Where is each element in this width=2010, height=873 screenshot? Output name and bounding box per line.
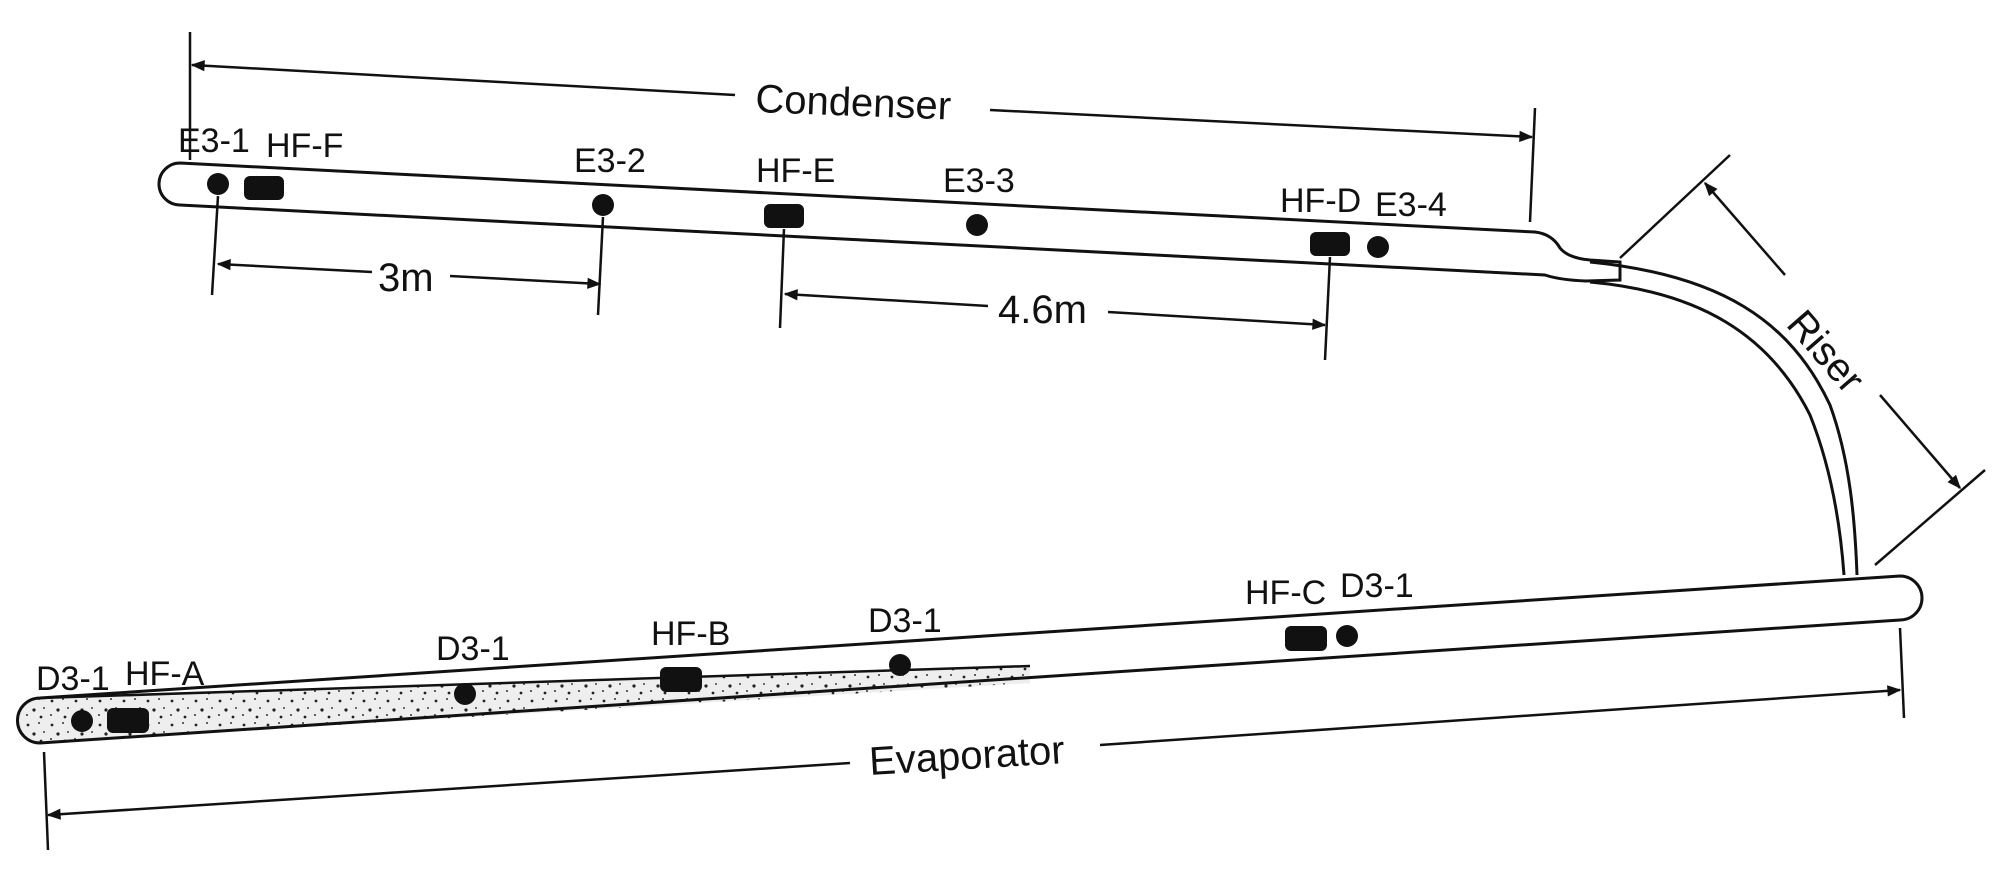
thermocouple-d3-1-d	[1336, 625, 1358, 647]
condenser-dimension: Condenser	[188, 32, 1537, 223]
thermocouple-e3-2	[592, 194, 614, 216]
evaporator-sensors: D3-1 HF-A D3-1 HF-B D3-1 HF-C D3-1	[36, 567, 1414, 733]
heat-flux-sensor-hf-a	[107, 708, 149, 733]
sensor-label-e3-1: E3-1	[178, 122, 250, 160]
sensor-label-e3-2: E3-2	[574, 142, 646, 180]
sensor-label-d3-1-d: D3-1	[1340, 567, 1414, 605]
sensor-label-hf-b: HF-B	[651, 615, 730, 653]
heat-flux-sensor-hf-f	[244, 176, 284, 200]
heat-flux-sensor-hf-e	[764, 204, 804, 228]
spacing-label-3m: 3m	[378, 256, 434, 300]
thermocouple-d3-1-a	[71, 710, 93, 732]
heat-flux-sensor-hf-d	[1310, 232, 1350, 256]
sensor-label-d3-1-c: D3-1	[868, 602, 942, 640]
condenser-sensors: E3-1 HF-F E3-2 HF-E E3-3 HF-D E3-4	[178, 122, 1447, 258]
thermocouple-d3-1-c	[889, 654, 911, 676]
condenser-pipe	[157, 161, 1622, 283]
sensor-label-e3-4: E3-4	[1375, 186, 1447, 224]
spacing-label-4-6m: 4.6m	[998, 288, 1087, 332]
sensor-label-hf-d: HF-D	[1280, 182, 1361, 220]
evaporator-label: Evaporator	[868, 728, 1066, 784]
thermocouple-d3-1-b	[454, 683, 476, 705]
spacing-dimensions: 3m 4.6m	[210, 195, 1332, 361]
evaporator-pipe	[16, 574, 1924, 745]
sensor-label-hf-c: HF-C	[1245, 574, 1326, 612]
heat-flux-sensor-hf-c	[1285, 626, 1327, 651]
sensor-label-e3-3: E3-3	[943, 162, 1015, 200]
thermocouple-e3-1	[207, 173, 229, 195]
thermocouple-e3-3	[966, 214, 988, 236]
evaporator-dimension: Evaporator	[42, 627, 1906, 851]
sensor-label-hf-f: HF-F	[266, 127, 343, 165]
sensor-label-d3-1-a: D3-1	[36, 660, 110, 698]
riser-pipe	[1589, 260, 1859, 576]
thermocouple-e3-4	[1367, 236, 1389, 258]
sensor-label-d3-1-b: D3-1	[436, 630, 510, 668]
sensor-label-hf-a: HF-A	[125, 655, 205, 693]
condenser-label: Condenser	[755, 77, 952, 128]
heat-flux-sensor-hf-b	[660, 667, 702, 692]
sensor-label-hf-e: HF-E	[756, 152, 835, 190]
